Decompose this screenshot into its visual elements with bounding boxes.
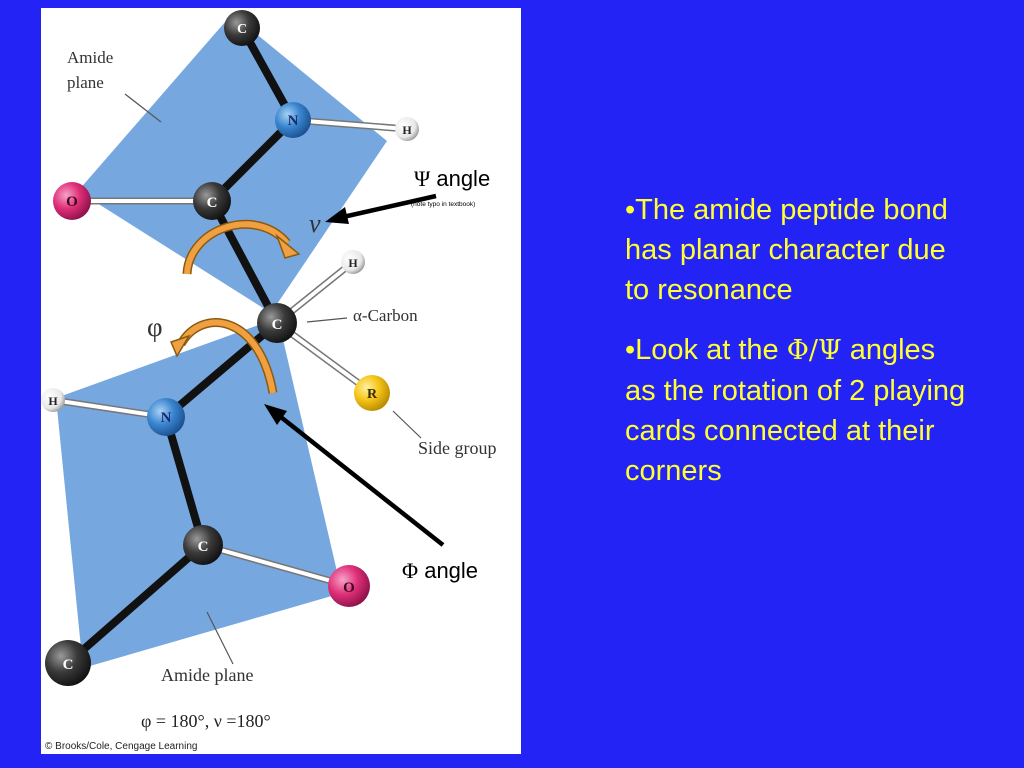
bullet-playing-cards: •Look at the Φ/Ψ angles as the rotation … bbox=[625, 330, 970, 491]
atom-o-left: O bbox=[53, 182, 91, 220]
atom-o-left-label: O bbox=[66, 194, 78, 210]
phi-angle-text: angle bbox=[418, 558, 478, 583]
atom-c-carbonyl-bottom-label: C bbox=[198, 539, 209, 555]
bullet-2-rest: angles as the rotation of 2 playing card… bbox=[625, 334, 966, 487]
angles-caption: φ = 180°, ν =180° bbox=[141, 711, 271, 731]
atom-n-top-label: N bbox=[288, 113, 299, 129]
atom-c-alpha-label: C bbox=[272, 317, 283, 333]
atom-c-carbonyl-bottom: C bbox=[183, 525, 223, 565]
atom-c-carbonyl-top-label: C bbox=[207, 195, 218, 211]
phi-arrowhead bbox=[169, 334, 191, 358]
phi-psi-symbols: Φ/Ψ bbox=[786, 335, 842, 366]
amide-plane-top-label-line1: Amide bbox=[67, 48, 113, 67]
peptide-figure-panel: C N H O C H C R H N C O C Amide plane ν … bbox=[41, 8, 521, 754]
atom-r-side-group: R bbox=[354, 375, 390, 411]
phi-angle-label: Φ angle bbox=[402, 558, 478, 583]
atom-n-top: N bbox=[275, 102, 311, 138]
peptide-diagram: C N H O C H C R H N C O C Amide plane ν … bbox=[41, 10, 497, 752]
amide-plane-bottom-leader bbox=[206, 611, 234, 665]
phi-callout-arrow bbox=[264, 404, 445, 547]
nu-symbol: ν bbox=[309, 209, 321, 238]
amide-plane-top bbox=[78, 14, 387, 313]
psi-typo-note: (note typo in textbook) bbox=[411, 201, 475, 208]
atom-h-alpha-label: H bbox=[348, 256, 358, 270]
alpha-carbon-label: α-Carbon bbox=[353, 306, 418, 325]
amide-plane-top-label-line2: plane bbox=[67, 73, 104, 92]
atom-c-alpha: C bbox=[257, 303, 297, 343]
amide-plane-bottom-label: Amide plane bbox=[161, 665, 253, 685]
atom-h-alpha: H bbox=[341, 250, 365, 274]
bullet-planar-character: •The amide peptide bond has planar chara… bbox=[625, 194, 948, 306]
copyright-credit: © Brooks/Cole, Cengage Learning bbox=[45, 741, 197, 752]
atom-c-bottom-label: C bbox=[63, 657, 74, 673]
side-group-leader bbox=[392, 410, 422, 439]
bullet-2-intro: •Look at the bbox=[625, 334, 787, 366]
atom-o-bottom: O bbox=[328, 565, 370, 607]
atom-c-bottom: C bbox=[45, 640, 91, 686]
psi-callout-arrow bbox=[325, 193, 437, 224]
atom-o-bottom-label: O bbox=[343, 580, 355, 596]
atom-c-carbonyl-top: C bbox=[193, 182, 231, 220]
psi-angle-label: Ψ angle bbox=[414, 166, 490, 191]
atom-c-top: C bbox=[224, 10, 260, 46]
nu-arrowhead bbox=[275, 233, 301, 259]
amide-plane-top-leader bbox=[124, 93, 162, 123]
bullet-list: •The amide peptide bond has planar chara… bbox=[625, 190, 970, 511]
atom-r-label: R bbox=[367, 387, 378, 402]
psi-angle-text: angle bbox=[430, 166, 490, 191]
atom-h-left: H bbox=[41, 388, 65, 412]
phi-callout-symbol: Φ bbox=[402, 558, 418, 583]
side-group-label: Side group bbox=[418, 438, 497, 458]
amide-plane-bottom bbox=[56, 318, 342, 668]
psi-symbol: Ψ bbox=[414, 166, 431, 191]
atom-h-top-label: H bbox=[402, 123, 412, 137]
atom-h-left-label: H bbox=[48, 394, 58, 408]
phi-symbol: φ bbox=[147, 312, 163, 342]
atom-c-top-label: C bbox=[237, 22, 247, 37]
atom-n-bottom-label: N bbox=[161, 410, 172, 426]
alpha-carbon-leader bbox=[306, 317, 348, 323]
atom-h-top: H bbox=[395, 117, 419, 141]
atom-n-bottom: N bbox=[147, 398, 185, 436]
